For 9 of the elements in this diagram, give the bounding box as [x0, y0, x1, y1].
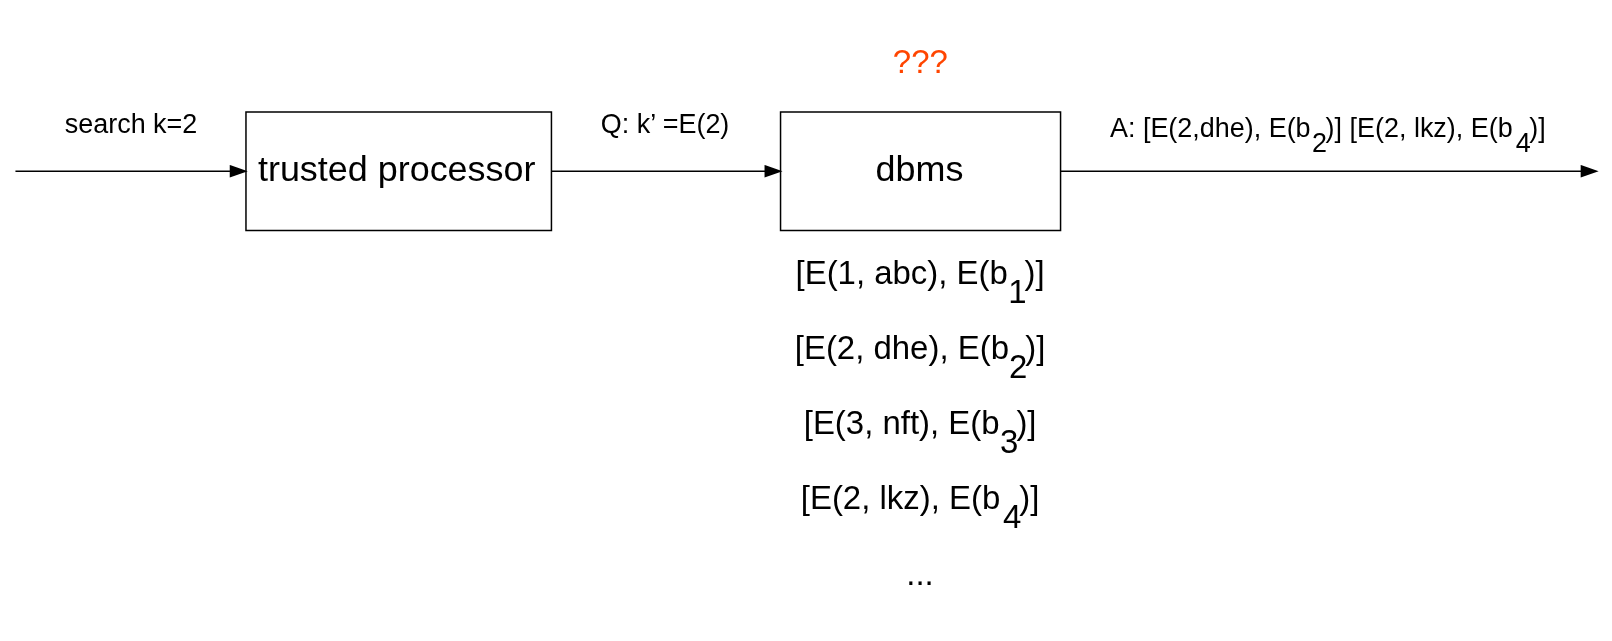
arrow [14, 164, 248, 178]
arrow [1059, 164, 1599, 178]
edge-label: Q: k’ =E(2) [600, 108, 730, 139]
label: ... [906, 554, 934, 592]
arrow [550, 164, 783, 178]
node-box: dbms [779, 110, 1062, 231]
edge-label: search k=2 [64, 108, 198, 139]
node-box: trusted processor [245, 110, 553, 231]
label: ??? [892, 42, 948, 80]
